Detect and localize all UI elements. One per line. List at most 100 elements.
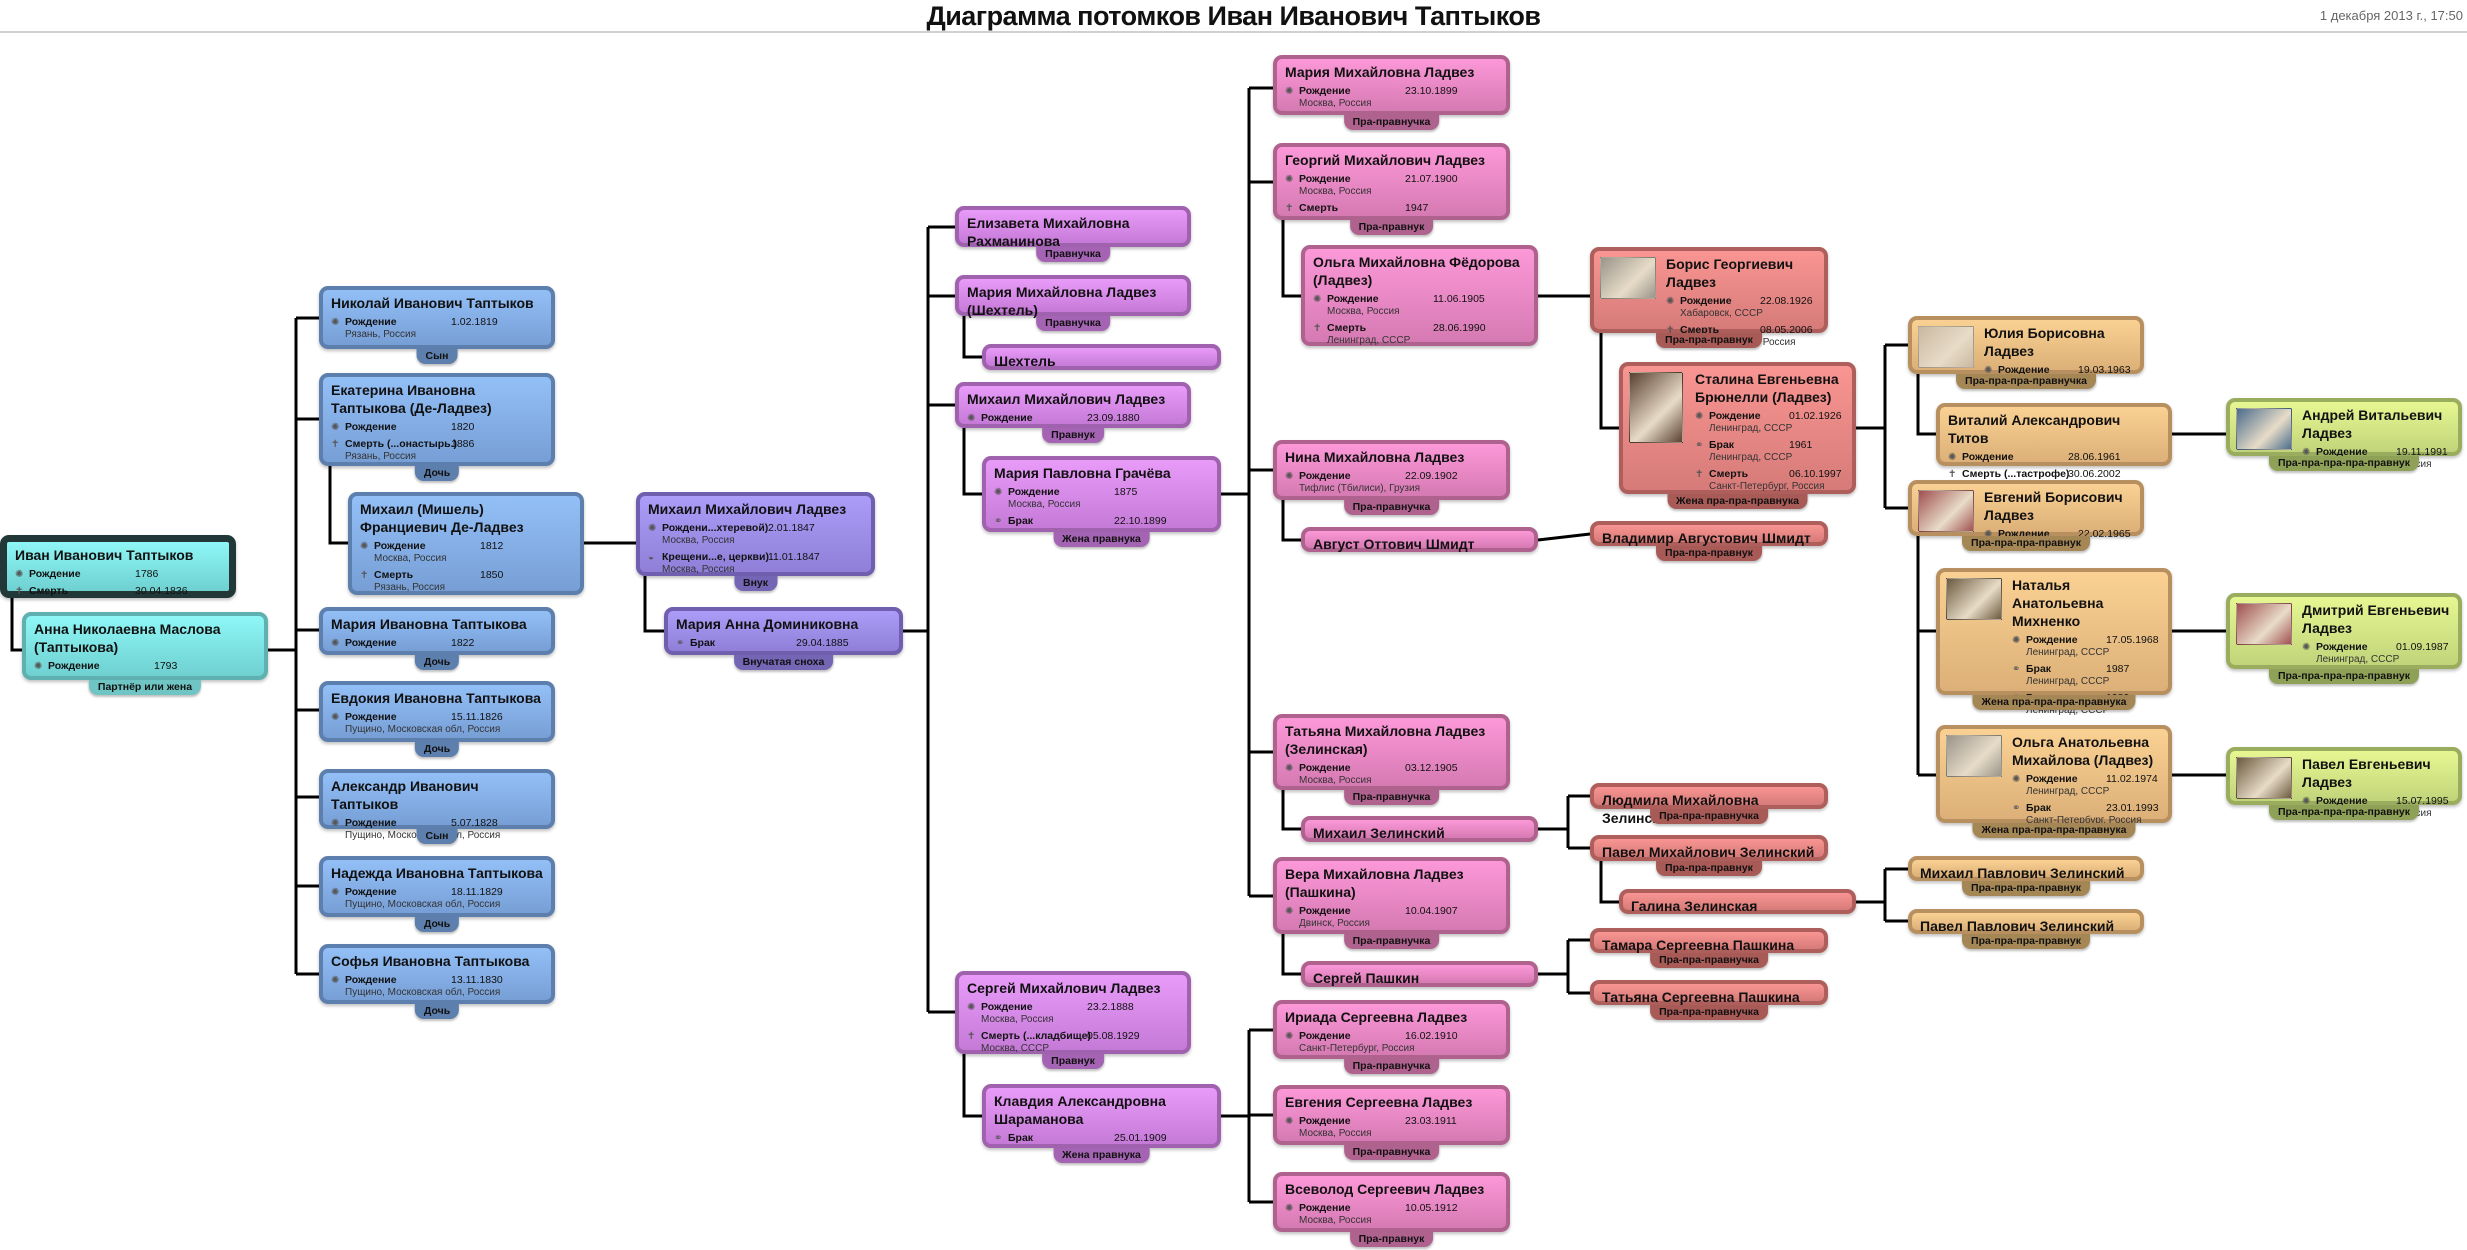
- birth-icon: ✺: [360, 541, 369, 552]
- death-cross-icon: ✝: [1285, 203, 1294, 214]
- card-content: Павел Павлович Зелинский: [1920, 917, 2132, 935]
- person-card-mikhail-z[interactable]: Михаил Зелинский: [1301, 816, 1538, 842]
- event-place: Москва, Россия: [662, 564, 735, 575]
- relationship-tag: Пра-пра-правнучка: [1650, 809, 1768, 824]
- event-place: Санкт-Петербург, Россия: [1709, 481, 1825, 492]
- person-card-tatyana-l[interactable]: Татьяна Михайловна Ладвез (Зелинская)✺Ро…: [1273, 714, 1510, 805]
- relationship-tag: Внучатая сноха: [733, 655, 834, 670]
- event-date: 22.10.1899: [1114, 515, 1167, 527]
- relationship-tag: Жена пра-пра-пра-правнука: [1972, 823, 2136, 838]
- person-card-maria-sh[interactable]: Мария Михайловна Ладвез (Шехтель)Правнуч…: [955, 275, 1191, 331]
- person-card-mishel[interactable]: Михаил (Мишель) Франциевич Де-Ладвез✺Рож…: [348, 492, 584, 595]
- person-card-vera[interactable]: Вера Михайловна Ладвез (Пашкина)✺Рождени…: [1273, 857, 1510, 949]
- person-card-sergei-p[interactable]: Сергей Пашкин: [1301, 961, 1538, 987]
- relationship-tag: Пра-правнучка: [1343, 1145, 1440, 1160]
- relationship-tag: Дочь: [414, 655, 460, 670]
- person-card-stalina[interactable]: Сталина Евгеньевна Брюнелли (Ладвез)✺Рож…: [1619, 362, 1856, 509]
- event-date: 1820: [451, 421, 475, 433]
- connector-line: [962, 1054, 982, 1118]
- connector-line: [962, 428, 982, 496]
- death-cross-icon: ✝: [967, 1031, 976, 1042]
- person-card-anna[interactable]: Анна Николаевна Маслова (Таптыкова)✺Рожд…: [22, 612, 268, 695]
- person-photo: [1946, 578, 2002, 620]
- person-photo: [1946, 735, 2002, 777]
- event-place: Москва, СССР: [981, 1043, 1050, 1054]
- relationship-tag: Пра-пра-правнучка: [1650, 953, 1768, 968]
- event-date: 23.10.1899: [1405, 85, 1458, 97]
- person-card-olga-a[interactable]: Ольга Анатольевна Михайлова (Ладвез)✺Рож…: [1936, 725, 2172, 838]
- card-content: Елизавета Михайловна Рахманинова: [967, 214, 1179, 250]
- person-card-olga-f[interactable]: Ольга Михайловна Фёдорова (Ладвез)✺Рожде…: [1301, 245, 1538, 346]
- event-label: Рождение: [1709, 410, 1761, 422]
- person-photo: [2236, 603, 2292, 645]
- person-name: Татьяна Сергеевна Пашкина: [1602, 989, 1800, 1005]
- birth-icon: ✺: [331, 422, 340, 433]
- person-name: Екатерина Ивановна Таптыкова (Де-Ладвез): [331, 382, 492, 416]
- event-label: Рождение: [2316, 641, 2368, 653]
- marriage-rings-icon: ⚭: [994, 516, 1003, 527]
- person-card-ekaterina[interactable]: Екатерина Ивановна Таптыкова (Де-Ладвез)…: [319, 373, 555, 481]
- person-card-august[interactable]: Август Оттович Шмидт: [1301, 527, 1538, 552]
- marriage-rings-icon: ⚭: [676, 638, 685, 649]
- connector-line: [643, 576, 664, 633]
- birth-icon: ✺: [1285, 471, 1294, 482]
- person-name: Михаил Зелинский: [1313, 825, 1445, 841]
- person-name: Андрей Витальевич Ладвез: [2302, 407, 2443, 441]
- event-date: 10.04.1907: [1405, 905, 1458, 917]
- relationship-tag: Жена пра-пра-правнука: [1667, 494, 1808, 509]
- event-label: Брак: [2026, 663, 2052, 675]
- event-place: Ленинград, СССР: [1709, 452, 1793, 463]
- person-photo: [2236, 757, 2292, 799]
- event-date: 23.2.1888: [1087, 1001, 1134, 1013]
- person-card-shekhtel[interactable]: Шехтель: [982, 344, 1221, 370]
- card-content: Анна Николаевна Маслова (Таптыкова)✺Рожд…: [34, 620, 256, 673]
- person-card-galina[interactable]: Галина Зелинская: [1619, 889, 1856, 914]
- person-card-mikhail-mm[interactable]: Михаил Михайлович Ладвез✺Рождени...хтере…: [636, 492, 875, 591]
- event-label: Смерть: [1709, 468, 1749, 480]
